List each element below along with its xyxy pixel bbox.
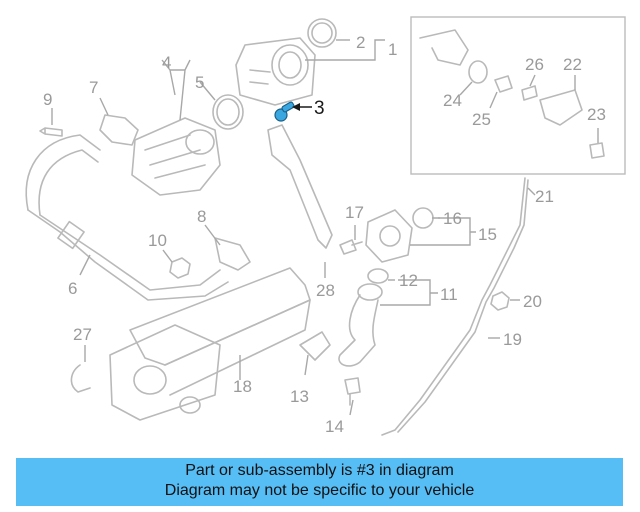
callout-7: 7 (89, 78, 98, 97)
callout-9: 9 (43, 90, 52, 109)
bolt-9 (39, 127, 63, 137)
nut-20 (490, 291, 510, 311)
ring-12 (367, 268, 389, 284)
leader-lines (51, 39, 599, 416)
callout-12: 12 (399, 271, 418, 290)
egr-pipe-11-end (357, 283, 383, 301)
callout-25: 25 (472, 110, 491, 129)
tube-19-21 (381, 177, 526, 436)
callout-21: 21 (535, 187, 554, 206)
callout-28: 28 (316, 281, 335, 300)
flange-15 (365, 209, 413, 263)
callout-26: 26 (525, 55, 544, 74)
callout-15: 15 (478, 225, 497, 244)
egr-cooler-18 (109, 267, 311, 421)
sensor-22 (539, 89, 583, 126)
callout-17: 17 (345, 203, 364, 222)
sensor-27 (70, 364, 91, 393)
nut-10 (169, 257, 191, 279)
gasket-5 (212, 94, 244, 130)
inset-box (410, 16, 626, 175)
callout-20: 20 (523, 292, 542, 311)
callout-14: 14 (325, 417, 344, 436)
caption-line-1: Part or sub-assembly is #3 in diagram (185, 462, 454, 479)
gasket-plate-7 (99, 114, 139, 146)
caption-banner: Part or sub-assembly is #3 in diagram Di… (16, 458, 623, 506)
screw-25 (494, 75, 513, 93)
callout-8: 8 (197, 207, 206, 226)
egr-valve-4 (131, 117, 221, 196)
egr-pipe-11 (338, 294, 379, 367)
bracket-inset (419, 29, 469, 66)
callout-5: 5 (195, 73, 204, 92)
callout-19: 19 (503, 330, 522, 349)
callout-24: 24 (443, 91, 462, 110)
callout-16: 16 (443, 209, 462, 228)
callout-4: 4 (162, 53, 171, 72)
tube-19-21-outer (397, 179, 529, 433)
callout-22: 22 (563, 55, 582, 74)
callout-3: 3 (314, 98, 325, 119)
egr-pipe-6 (25, 134, 229, 301)
callout-2: 2 (356, 33, 365, 52)
bolt-17 (339, 239, 363, 255)
gasket-16 (412, 207, 434, 229)
callout-10: 10 (148, 231, 167, 250)
gasket-5-inner (216, 98, 240, 126)
callout-1: 1 (388, 40, 397, 59)
bolt-3-highlighted (274, 101, 295, 122)
gasket-ring-2-inner (311, 22, 333, 44)
gasket-13 (299, 331, 331, 361)
gasket-ring-2 (307, 18, 337, 48)
callout-23: 23 (587, 105, 606, 124)
callout-11: 11 (440, 285, 458, 304)
bushing-24 (468, 60, 488, 84)
bracket-28 (267, 124, 333, 249)
bolt-14 (344, 377, 361, 406)
callout-13: 13 (290, 387, 309, 406)
callout-18: 18 (233, 377, 252, 396)
callout-6: 6 (68, 279, 77, 298)
parts-diagram: 2 1 3 4 5 6 7 8 9 10 11 12 13 14 15 16 1… (25, 16, 626, 436)
bolt-26 (521, 85, 538, 101)
bolt-23 (589, 142, 605, 159)
gasket-8 (214, 237, 251, 271)
callout-27: 27 (73, 325, 92, 344)
caption-line-2: Diagram may not be specific to your vehi… (164, 482, 475, 499)
egr-valve-housing-1 (235, 37, 316, 106)
